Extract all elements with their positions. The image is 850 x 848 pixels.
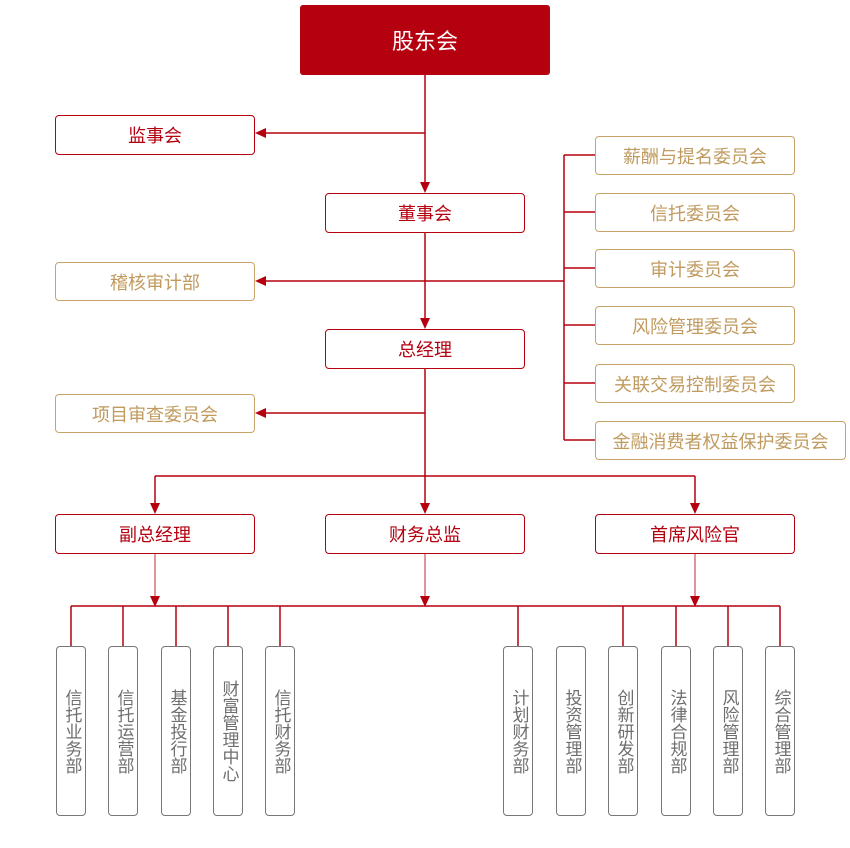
executive-label: 首席风险官 xyxy=(650,525,740,546)
general-manager-node[interactable]: 总经理 xyxy=(325,329,525,369)
department-label: 投资管理部 xyxy=(561,688,582,774)
committee-node[interactable]: 关联交易控制委员会 xyxy=(595,364,795,403)
arrow-to-supervisory-icon xyxy=(255,128,266,138)
department-label: 财富管理中心 xyxy=(218,680,239,782)
audit-department-node[interactable]: 稽核审计部 xyxy=(55,262,255,301)
department-node[interactable]: 风险管理部 xyxy=(713,646,743,816)
committee-label: 审计委员会 xyxy=(650,259,740,281)
department-label: 综合管理部 xyxy=(770,688,791,774)
department-label: 信托业务部 xyxy=(61,688,82,774)
executive-label: 财务总监 xyxy=(389,525,461,546)
department-node[interactable]: 计划财务部 xyxy=(503,646,533,816)
committee-label: 风险管理委员会 xyxy=(632,316,758,338)
committee-node[interactable]: 金融消费者权益保护委员会 xyxy=(595,421,846,460)
department-node[interactable]: 投资管理部 xyxy=(556,646,586,816)
project-review-committee-node[interactable]: 项目审查委员会 xyxy=(55,394,255,433)
committee-node[interactable]: 风险管理委员会 xyxy=(595,306,795,345)
supervisory-board-node[interactable]: 监事会 xyxy=(55,115,255,155)
department-node[interactable]: 信托业务部 xyxy=(56,646,86,816)
arrow-to-cro-icon xyxy=(690,503,700,514)
department-node[interactable]: 法律合规部 xyxy=(661,646,691,816)
committee-label: 信托委员会 xyxy=(650,203,740,225)
committee-label: 金融消费者权益保护委员会 xyxy=(612,431,829,453)
department-label: 法律合规部 xyxy=(666,688,687,774)
shareholders-meeting-label: 股东会 xyxy=(391,30,458,55)
arrow-to-cfo-icon xyxy=(420,503,430,514)
deputy-general-manager-node[interactable]: 副总经理 xyxy=(55,514,255,554)
audit-department-label: 稽核审计部 xyxy=(110,272,200,294)
arrow-to-gm-icon xyxy=(420,318,430,329)
arrow-to-departments-icon xyxy=(420,596,430,607)
department-node[interactable]: 财富管理中心 xyxy=(213,646,243,816)
shareholders-meeting-node[interactable]: 股东会 xyxy=(300,5,550,75)
executive-label: 副总经理 xyxy=(119,525,191,546)
department-label: 风险管理部 xyxy=(718,688,739,774)
committee-label: 薪酬与提名委员会 xyxy=(623,146,767,168)
department-node[interactable]: 创新研发部 xyxy=(608,646,638,816)
committee-node[interactable]: 审计委员会 xyxy=(595,249,795,288)
arrow-to-departments-icon xyxy=(690,596,700,607)
chief-financial-officer-node[interactable]: 财务总监 xyxy=(325,514,525,554)
supervisory-board-label: 监事会 xyxy=(128,126,182,147)
department-node[interactable]: 信托运营部 xyxy=(108,646,138,816)
arrow-to-board-icon xyxy=(420,182,430,193)
committee-label: 关联交易控制委员会 xyxy=(614,374,776,396)
arrow-to-departments-icon xyxy=(150,596,160,607)
arrow-to-audit-icon xyxy=(255,276,266,286)
general-manager-label: 总经理 xyxy=(398,340,452,361)
committee-node[interactable]: 薪酬与提名委员会 xyxy=(595,136,795,175)
chief-risk-officer-node[interactable]: 首席风险官 xyxy=(595,514,795,554)
department-node[interactable]: 基金投行部 xyxy=(161,646,191,816)
department-label: 创新研发部 xyxy=(613,688,634,774)
board-of-directors-label: 董事会 xyxy=(398,204,452,225)
arrow-to-project-review-icon xyxy=(255,408,266,418)
department-node[interactable]: 信托财务部 xyxy=(265,646,295,816)
board-of-directors-node[interactable]: 董事会 xyxy=(325,193,525,233)
department-node[interactable]: 综合管理部 xyxy=(765,646,795,816)
department-label: 信托运营部 xyxy=(113,688,134,774)
department-label: 信托财务部 xyxy=(270,688,291,774)
project-review-committee-label: 项目审查委员会 xyxy=(92,404,218,426)
arrow-to-deputy-icon xyxy=(150,503,160,514)
department-label: 基金投行部 xyxy=(166,688,187,774)
department-label: 计划财务部 xyxy=(508,688,529,774)
committee-node[interactable]: 信托委员会 xyxy=(595,193,795,232)
